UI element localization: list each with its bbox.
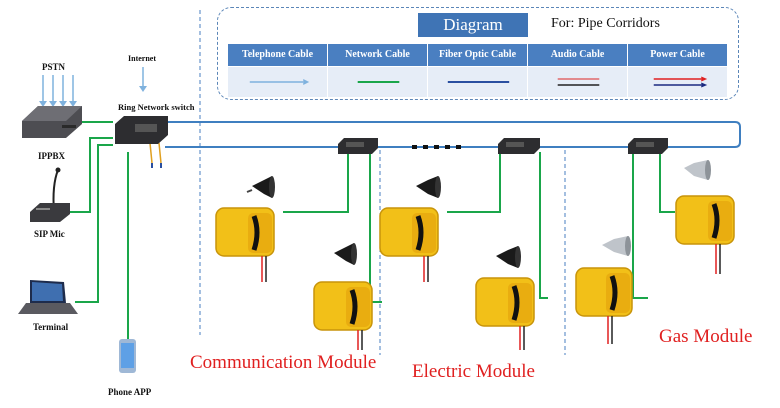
- terminal-label: Terminal: [33, 322, 69, 332]
- gas-phone1-link: [632, 152, 648, 299]
- horn-speaker: [684, 160, 711, 180]
- ring-switch-label: Ring Network switch: [118, 102, 195, 112]
- internet-label: Internet: [128, 54, 156, 63]
- ring-switch-device: [115, 116, 168, 144]
- horn-speaker: [496, 246, 521, 268]
- electric-module-label: Electric Module: [412, 361, 535, 382]
- module-switch: [498, 138, 540, 154]
- legend-swatch-audio: [528, 66, 628, 97]
- terminal-link: [75, 144, 113, 303]
- ippbx-label: IPPBX: [38, 151, 65, 161]
- phone-app-label: Phone APP: [108, 387, 152, 397]
- sip-mic-link: [70, 137, 113, 213]
- phone-app-device: [119, 339, 136, 373]
- sip-mic-label: SIP Mic: [34, 229, 65, 239]
- legend-title: Diagram: [418, 13, 528, 37]
- gas-module-label: Gas Module: [659, 326, 753, 347]
- horn-speaker: [416, 176, 441, 198]
- horn-speaker: [246, 176, 275, 198]
- industrial-phone: [379, 207, 439, 282]
- ring-network-line: [165, 121, 741, 148]
- legend-swatch-telephone: [228, 66, 328, 97]
- elec-phone2-link: [539, 152, 548, 299]
- communication-module-label: Communication Module: [190, 352, 377, 373]
- ippbx-device: [22, 106, 82, 138]
- sip-mic-device: [30, 167, 70, 222]
- industrial-phone: [675, 195, 735, 274]
- legend-header-audio: Audio Cable: [528, 44, 628, 66]
- industrial-phone: [475, 277, 535, 350]
- industrial-phone: [313, 281, 373, 350]
- legend-table: Telephone Cable Network Cable Fiber Opti…: [228, 44, 728, 97]
- horn-speaker: [334, 243, 357, 265]
- elec-phone1-link: [447, 152, 501, 213]
- legend-scope: For: Pipe Corridors: [551, 16, 660, 31]
- legend-header-telephone: Telephone Cable: [228, 44, 328, 66]
- module-switch: [338, 138, 378, 154]
- legend-swatch-fiber: [428, 66, 528, 97]
- gas-phone2-link: [659, 152, 675, 213]
- comm-phone1-link: [283, 152, 349, 213]
- legend-swatch-power: [628, 66, 728, 97]
- legend-header-power: Power Cable: [628, 44, 728, 66]
- horn-speaker: [602, 236, 631, 256]
- module-switch: [628, 138, 668, 154]
- legend-header-fiber: Fiber Optic Cable: [428, 44, 528, 66]
- terminal-laptop: [18, 280, 78, 314]
- industrial-phone: [575, 267, 633, 344]
- industrial-phone: [215, 207, 275, 282]
- legend-box: Diagram For: Pipe Corridors Telephone Ca…: [217, 7, 739, 100]
- legend-header-network: Network Cable: [328, 44, 428, 66]
- legend-swatch-network: [328, 66, 428, 97]
- pstn-label: PSTN: [42, 62, 66, 72]
